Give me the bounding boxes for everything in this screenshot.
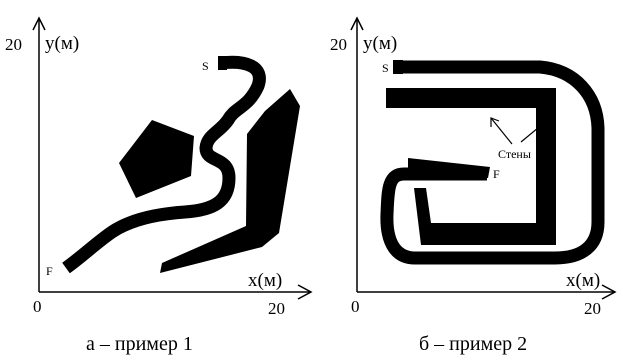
panel-a-y-tick-top: 20 xyxy=(5,35,22,54)
panel-a-x-axis-arrow xyxy=(297,284,313,300)
panel-b-x-tick-right: 20 xyxy=(584,299,601,318)
panel-b-walls-label: Стены xyxy=(498,147,531,161)
panel-b-x-axis-label: x(м) xyxy=(566,270,600,291)
panel-b-y-tick-top: 20 xyxy=(330,35,347,54)
panel-b-finish-label: F xyxy=(493,167,500,181)
panel-a-origin-label: 0 xyxy=(33,297,42,316)
panel-b-start-label: S xyxy=(382,61,389,75)
panel-b-wall-top xyxy=(386,88,556,108)
panel-b-path xyxy=(380,60,605,265)
panel-a-caption: а – пример 1 xyxy=(86,333,193,355)
panel-b-y-axis-label: y(м) xyxy=(363,33,397,54)
panel-b: 20 y(м) 0 x(м) 20 S F Стены б – пример 2 xyxy=(330,16,617,355)
panel-b-x-axis-arrow xyxy=(601,284,617,300)
panel-a-start-cap xyxy=(218,56,227,70)
panel-a-y-axis-label: y(м) xyxy=(45,33,79,54)
panel-a-y-axis-arrow xyxy=(32,16,46,31)
panel-a-x-axis-label: x(м) xyxy=(248,270,282,291)
panel-a-obstacle-wedge xyxy=(160,89,300,273)
panel-b-wall-right-c xyxy=(414,105,556,245)
panel-b-origin-label: 0 xyxy=(351,297,360,316)
panel-a-obstacle-pentagon xyxy=(119,120,194,198)
panel-a-finish-label: F xyxy=(46,264,53,278)
panel-b-walls-pointer xyxy=(490,116,551,145)
panel-a-start-label: S xyxy=(202,59,209,73)
panel-a: 20 y(м) 0 x(м) 20 S F а – пример 1 xyxy=(5,16,313,355)
panel-a-path xyxy=(62,55,266,274)
panel-a-x-tick-right: 20 xyxy=(268,299,285,318)
panel-b-start-cap xyxy=(393,60,403,74)
panel-b-caption: б – пример 2 xyxy=(419,333,527,355)
panel-b-y-axis-arrow xyxy=(350,16,364,31)
